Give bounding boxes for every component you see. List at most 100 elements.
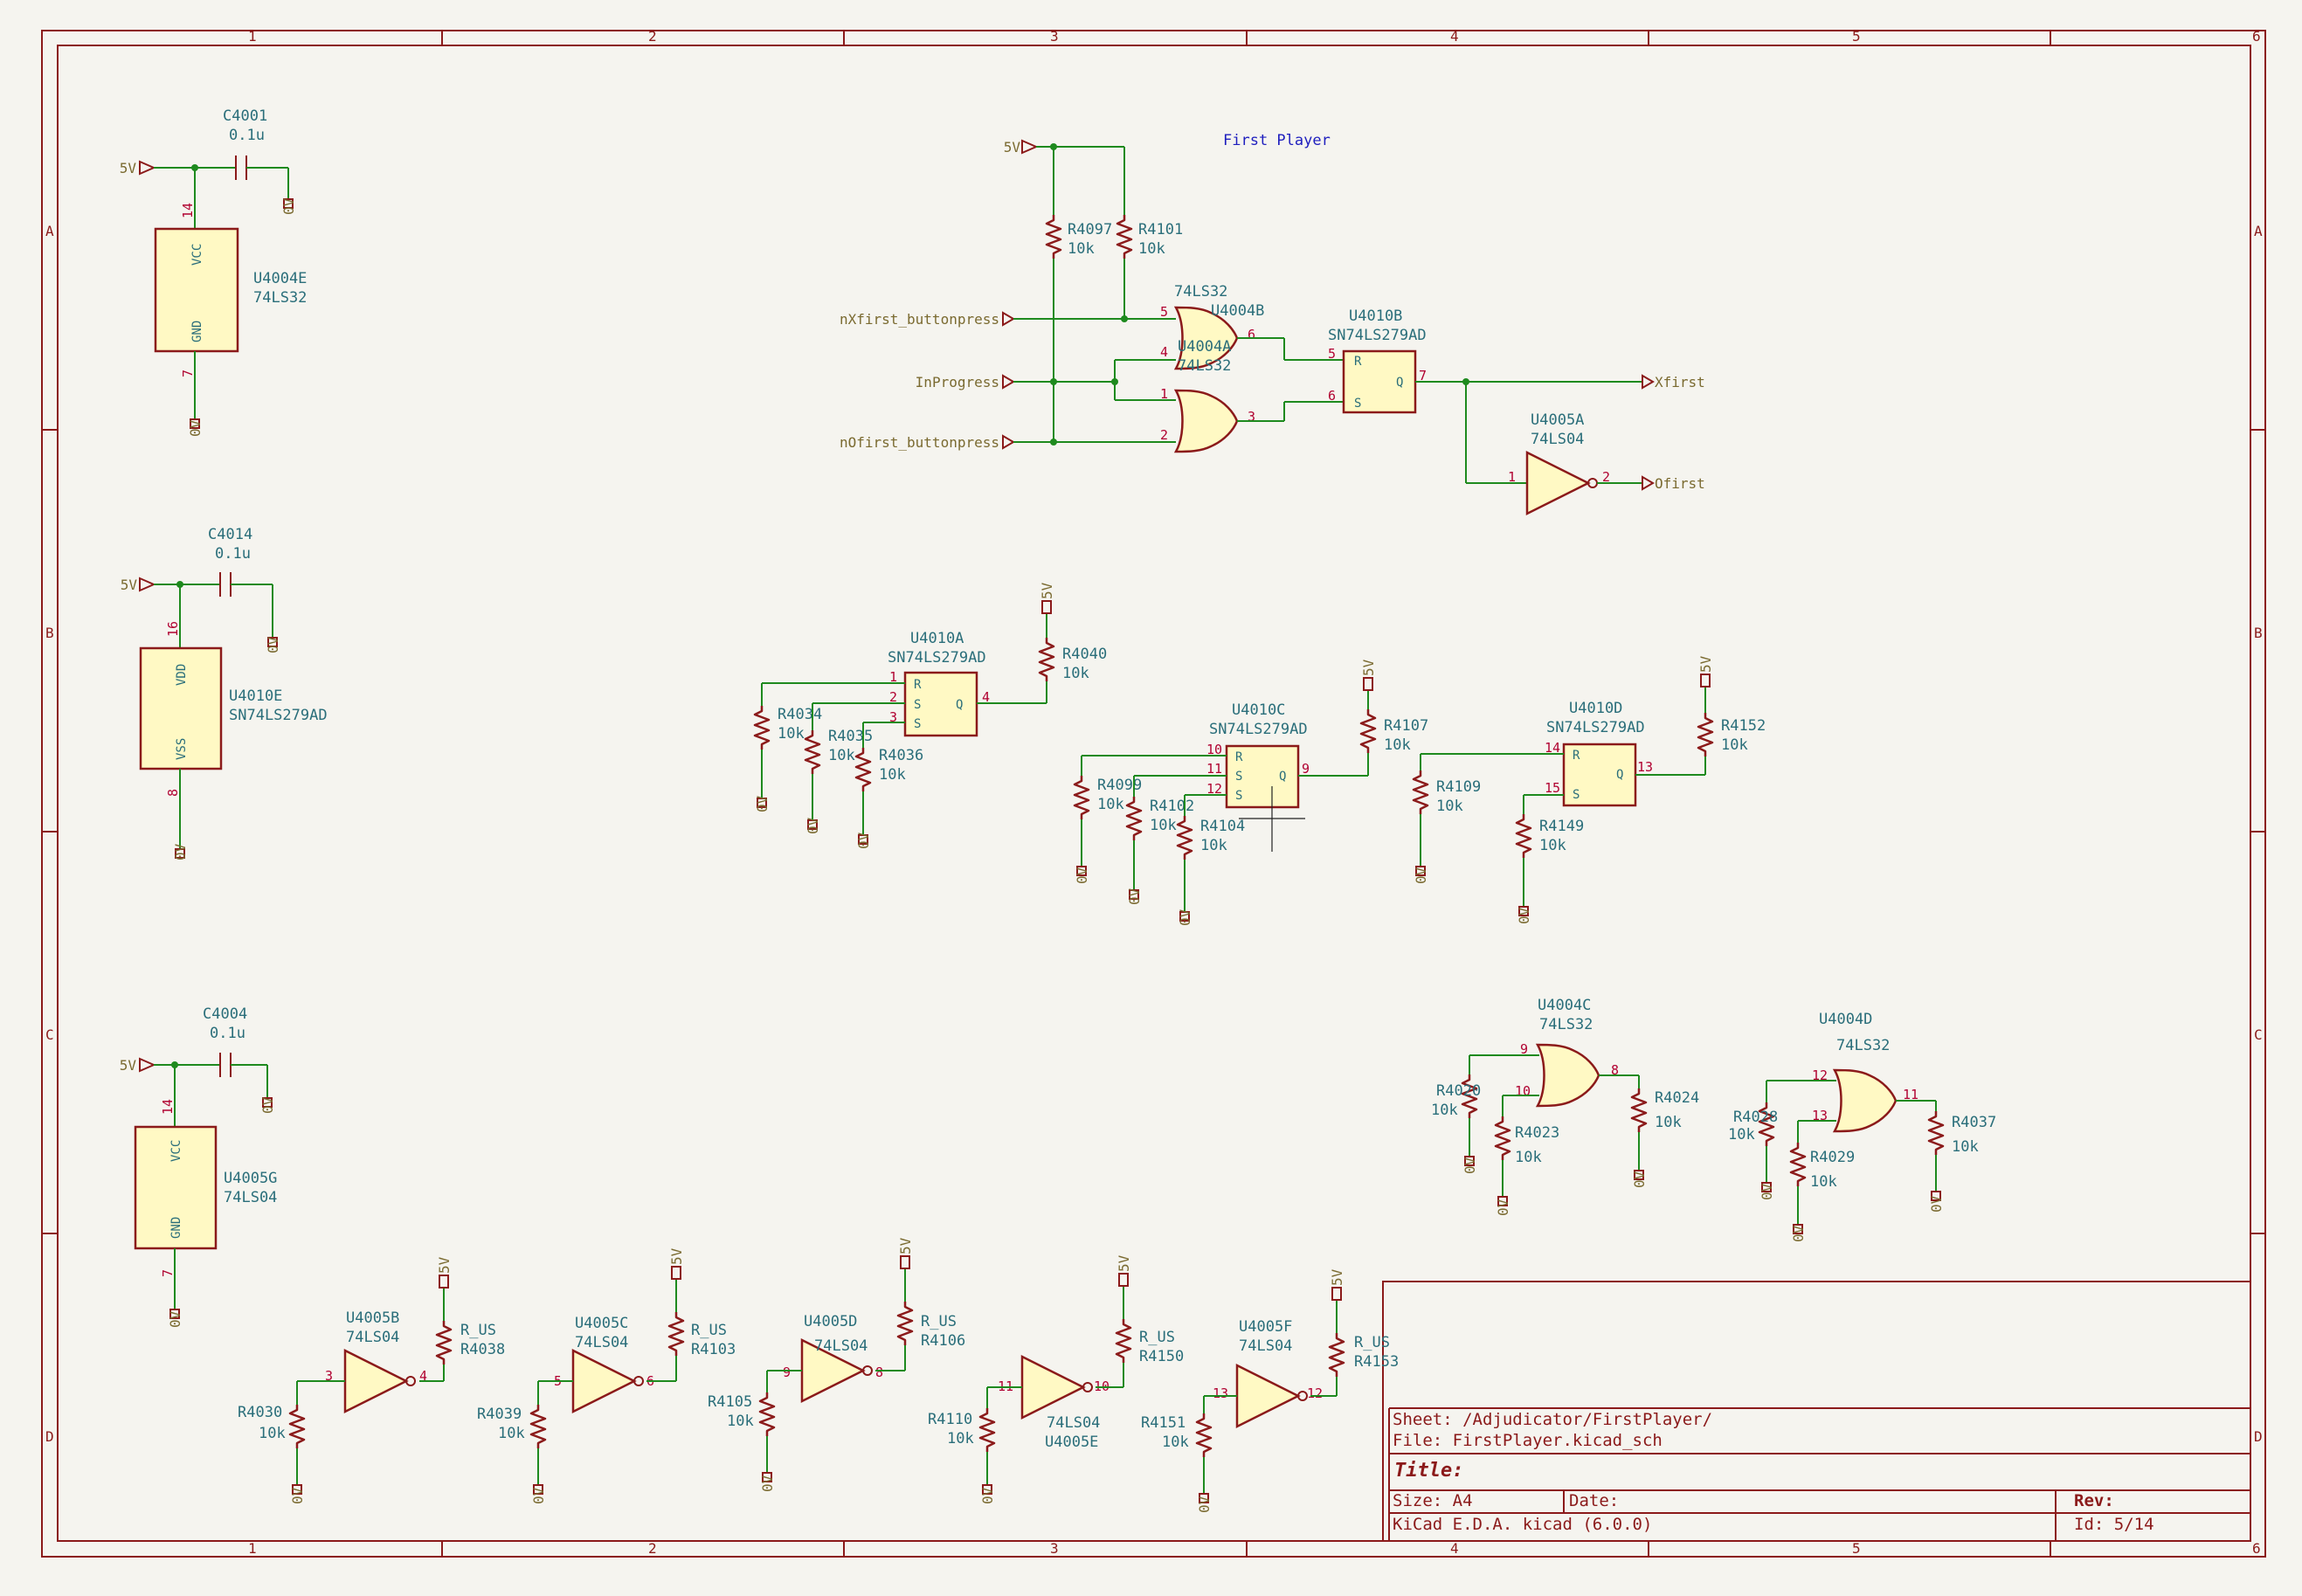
pin-num: 1	[1160, 386, 1168, 402]
ref-r4106: R4106	[921, 1332, 965, 1350]
pin-num: 1	[889, 669, 897, 685]
val-r-us: R_US	[921, 1313, 957, 1330]
val-u4010d: SN74LS279AD	[1546, 719, 1645, 736]
pin-num: 14	[1545, 740, 1560, 756]
pin-num: 4	[419, 1368, 427, 1384]
pin-num: 12	[1812, 1067, 1828, 1083]
val-r4023: 10k	[1515, 1149, 1542, 1166]
val-c4004: 0.1u	[210, 1025, 245, 1042]
net-label-inprogress: InProgress	[916, 374, 999, 390]
col-label: 3	[1050, 1540, 1059, 1557]
u4005f-unit[interactable]: 13 12 U4005F 74LS04 0V R4151 10k 5V R_US…	[1141, 1268, 1399, 1513]
ref-u4004b: U4004B	[1211, 302, 1264, 320]
pin-num: 2	[1160, 427, 1168, 443]
pin-q: Q	[956, 698, 963, 712]
pin-num: 8	[1611, 1062, 1619, 1078]
u4005c-unit[interactable]: 5 6 U4005C 74LS04 0V R4039 10k 5V R_US R…	[477, 1247, 736, 1504]
ref-u4004c: U4004C	[1538, 997, 1591, 1014]
col-label: 4	[1450, 1540, 1459, 1557]
pin-num: 2	[889, 689, 897, 705]
note-first-player: First Player	[1223, 132, 1331, 149]
val-c4001: 0.1u	[229, 127, 265, 144]
ref-r4102: R4102	[1150, 798, 1194, 815]
val-r4152: 10k	[1721, 736, 1748, 754]
net-label-0v: 0V	[1790, 1225, 1807, 1242]
pin-num: 1	[1508, 469, 1516, 485]
pin-num: 9	[1302, 761, 1310, 777]
ref-u4005c: U4005C	[575, 1315, 628, 1332]
net-label-0v: 0V	[289, 1487, 306, 1504]
pin-vcc: VCC	[190, 244, 204, 266]
ref-u4010d: U4010D	[1569, 700, 1622, 717]
val-r4030: 10k	[259, 1425, 286, 1442]
val-r4039: 10k	[498, 1425, 525, 1442]
u4010e-power-unit[interactable]: 5V 0V C4014 0.1u VDD VSS 16 8 0V U4010E …	[121, 526, 328, 860]
ref-r4152: R4152	[1721, 717, 1766, 735]
pin-num: 6	[1328, 388, 1336, 404]
net-label-0v: 0V	[855, 832, 872, 849]
row-label: B	[45, 625, 54, 641]
val-r4107: 10k	[1384, 736, 1411, 754]
net-label-0v: 0V	[1462, 1157, 1478, 1174]
pin-s: S	[1235, 789, 1242, 803]
row-label: C	[45, 1026, 54, 1043]
val-u4010e: SN74LS279AD	[229, 707, 328, 724]
ref-r4149: R4149	[1539, 818, 1584, 835]
sheet-id: Id: 5/14	[2074, 1515, 2154, 1534]
net-label-0v: 0V	[1631, 1171, 1648, 1188]
col-label: 1	[248, 1540, 257, 1557]
net-label-no: nOfirst_buttonpress	[840, 434, 999, 451]
col-label: 4	[1450, 28, 1459, 45]
val-r4104: 10k	[1200, 837, 1227, 854]
col-label: 5	[1852, 28, 1861, 45]
pin-num: 7	[160, 1269, 176, 1277]
row-label: A	[45, 223, 54, 239]
ref-r4034: R4034	[778, 706, 822, 723]
pin-gnd: GND	[169, 1217, 183, 1239]
u4010d-unit[interactable]: R S Q 14 15 13 U4010D SN74LS279AD 0V R41…	[1412, 655, 1766, 924]
ref-r4151: R4151	[1141, 1414, 1186, 1432]
u4005d-unit[interactable]: 9 8 U4005D 74LS04 0V R4105 10k 5V R_US R…	[708, 1237, 965, 1492]
val-r4109: 10k	[1436, 798, 1463, 815]
val-u4004b: 74LS32	[1174, 283, 1227, 301]
ref-r4036: R4036	[879, 747, 923, 764]
u4010a-unit[interactable]: R S S Q 1 2 3 4 U4010A SN74LS279AD 0V R4…	[753, 582, 1107, 849]
net-label-0v: 0V	[1495, 1199, 1511, 1216]
net-label-0v: 0V	[1516, 907, 1532, 924]
first-player-logic[interactable]: First Player 5V R4097 10k R4101 10k nXfi…	[840, 132, 1705, 515]
u4005g-power-unit[interactable]: 5V 0V C4004 0.1u VCC GND 14 7 0V U4005G …	[120, 1005, 278, 1328]
val-u4005f: 74LS04	[1239, 1337, 1292, 1355]
val-u4004e: 74LS32	[253, 289, 307, 307]
ref-c4004: C4004	[203, 1005, 247, 1023]
u4004d-unit[interactable]: 12 13 11 U4004D 74LS32 0V R4028 10k 0V R…	[1728, 1011, 1996, 1242]
sheet-rev: Rev:	[2074, 1491, 2114, 1510]
ref-r4023: R4023	[1515, 1124, 1559, 1142]
val-c4014: 0.1u	[215, 545, 251, 563]
val-r4034: 10k	[778, 725, 805, 743]
net-label-0v: 0V	[167, 1310, 183, 1328]
net-label-5v: 5V	[436, 1256, 453, 1274]
u4004c-unit[interactable]: 9 10 8 U4004C 74LS32 0V R4020 10k 0V R40…	[1431, 997, 1699, 1216]
pin-q: Q	[1279, 770, 1286, 784]
pin-num: 6	[1248, 327, 1255, 342]
net-label-0v: 0V	[1196, 1496, 1213, 1513]
net-label-5v: 5V	[1039, 582, 1055, 599]
ref-r4105: R4105	[708, 1393, 752, 1411]
u4005b-unit[interactable]: 3 4 U4005B 74LS04 0V R4030 10k 5V R_US R…	[238, 1256, 505, 1504]
pin-num: 5	[1160, 304, 1168, 320]
net-label-5v: 5V	[120, 1057, 137, 1074]
pin-num: 9	[1520, 1041, 1528, 1057]
ref-u4005a: U4005A	[1531, 411, 1584, 429]
val-r4149: 10k	[1539, 837, 1566, 854]
ref-c4014: C4014	[208, 526, 252, 543]
u4010c-unit[interactable]: R S S Q 10 11 12 9 U4010C SN74LS279AD 0V…	[1073, 659, 1428, 926]
pin-num: 2	[1602, 469, 1610, 485]
ref-r4029: R4029	[1810, 1149, 1855, 1166]
u4004e-power-unit[interactable]: 5V 0V C4001 0.1u VCC GND 14 7 0V U4004E …	[120, 107, 308, 437]
col-label: 3	[1050, 28, 1059, 45]
pin-r: R	[1354, 355, 1362, 369]
u4005e-unit[interactable]: 11 10 74LS04 U4005E 0V R4110 10k 5V R_US…	[928, 1254, 1184, 1504]
pin-num: 3	[889, 709, 897, 725]
pin-num: 8	[875, 1365, 883, 1380]
